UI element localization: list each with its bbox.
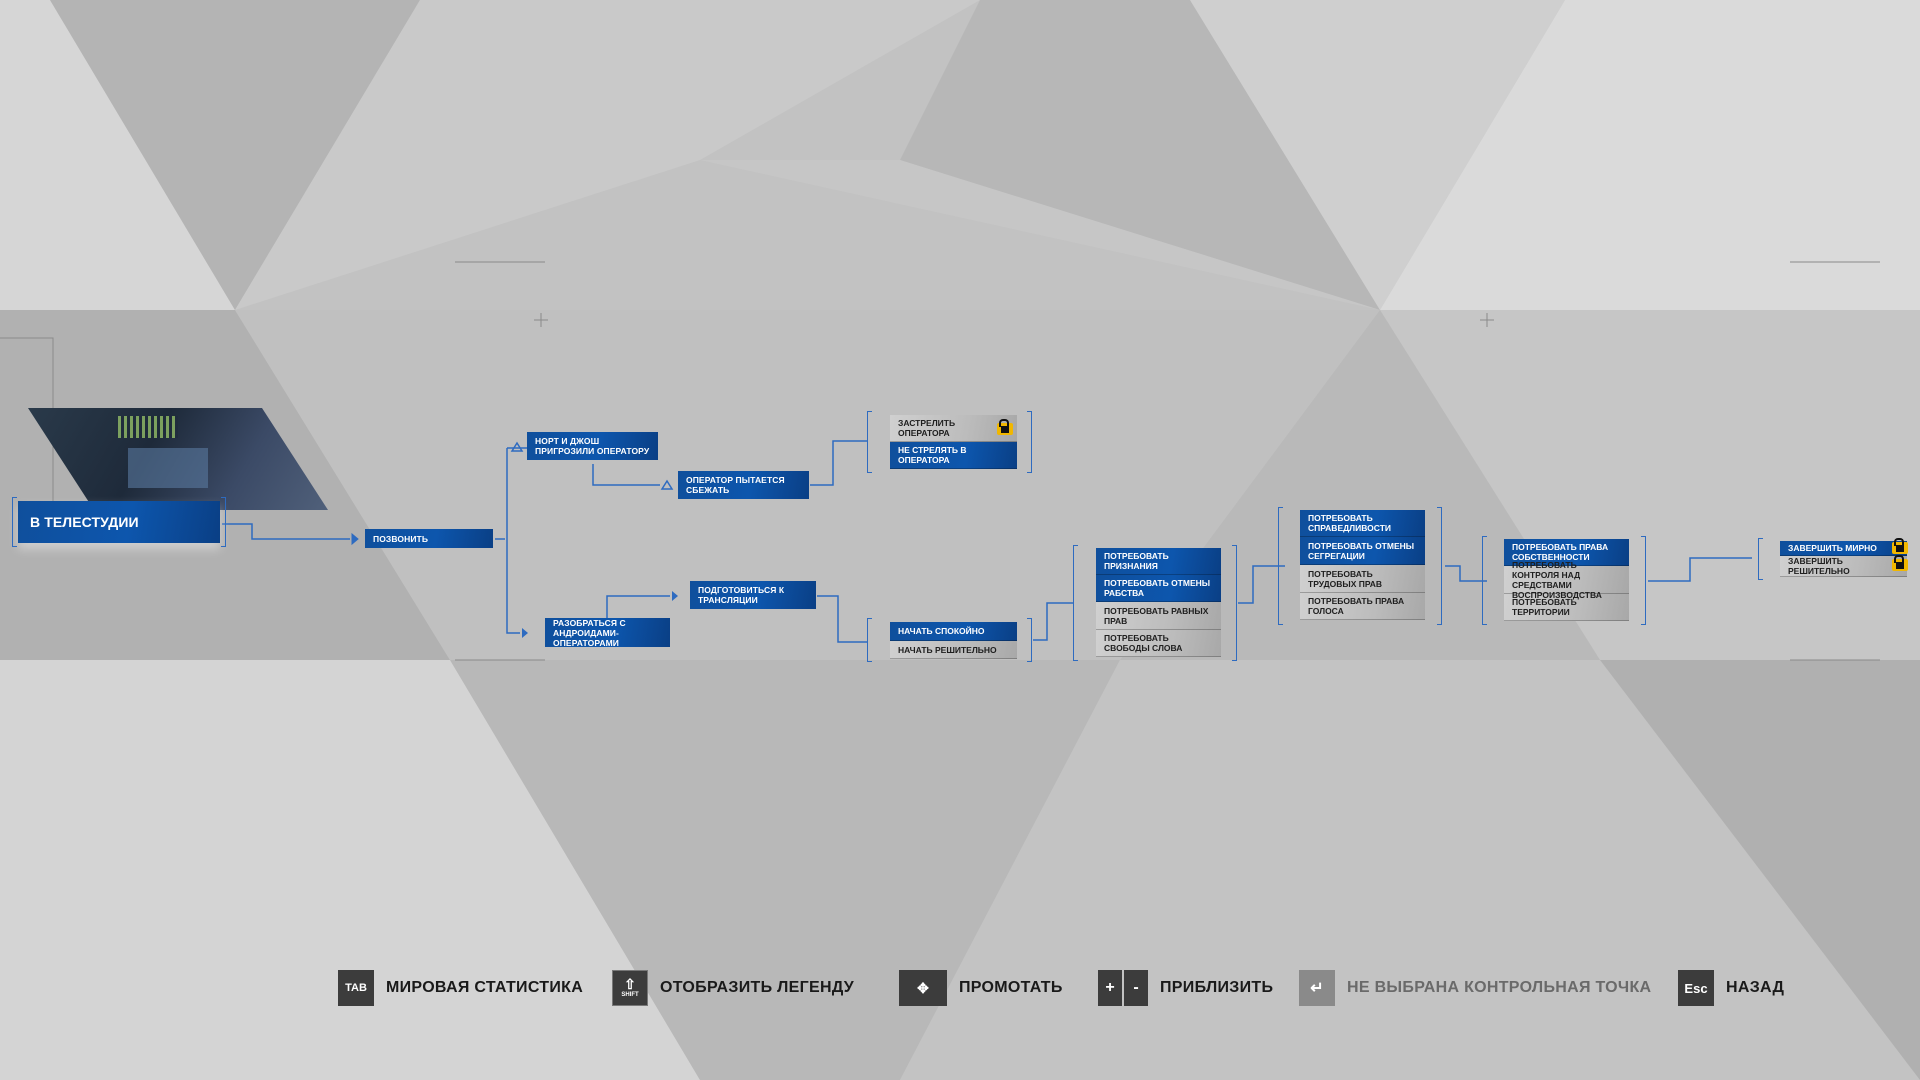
world-stats-label: МИРОВАЯ СТАТИСТИКА: [386, 979, 584, 996]
choice-demand-reproduction-control[interactable]: ПОТРЕБОВАТЬ КОНТРОЛЯ НАД СРЕДСТВАМИ ВОСП…: [1504, 560, 1629, 600]
lock-icon: [1892, 538, 1908, 554]
finish-bracket-left: [1758, 538, 1763, 580]
scroll-label: ПРОМОТАТЬ: [959, 979, 1063, 996]
zoom-control[interactable]: + - ПРИБЛИЗИТЬ: [1098, 970, 1273, 1006]
choice-demand-reproduction-control-label: ПОТРЕБОВАТЬ КОНТРОЛЯ НАД СРЕДСТВАМИ ВОСП…: [1512, 559, 1602, 600]
node-prepare-label: ПОДГОТОВИТЬСЯ К ТРАНСЛЯЦИИ: [698, 585, 785, 605]
start-bracket-right: [1027, 618, 1032, 662]
node-escape-label: ОПЕРАТОР ПЫТАЕТСЯ СБЕЖАТЬ: [686, 475, 785, 495]
minus-key: -: [1124, 970, 1148, 1006]
choice-dont-shoot-operator[interactable]: НЕ СТРЕЛЯТЬ В ОПЕРАТОРА: [890, 442, 1017, 469]
demand2-bracket-left: [1278, 507, 1283, 625]
choice-finish-decisive[interactable]: ЗАВЕРШИТЬ РЕШИТЕЛЬНО: [1780, 556, 1907, 577]
zoom-label: ПРИБЛИЗИТЬ: [1160, 979, 1274, 996]
choice-group-finish: ЗАВЕРШИТЬ МИРНО ЗАВЕРШИТЬ РЕШИТЕЛЬНО: [1780, 538, 1908, 577]
chapter-title-label: В ТЕЛЕСТУДИИ: [30, 514, 139, 530]
choice-demand-voting-rights-label: ПОТРЕБОВАТЬ ПРАВА ГОЛОСА: [1308, 596, 1405, 616]
node-deal-androids[interactable]: РАЗОБРАТЬСЯ С АНДРОИДАМИ-ОПЕРАТОРАМИ: [545, 617, 670, 648]
choice-demand-free-speech[interactable]: ПОТРЕБОВАТЬ СВОБОДЫ СЛОВА: [1096, 630, 1221, 657]
choice-group-operator: ЗАСТРЕЛИТЬ ОПЕРАТОРА НЕ СТРЕЛЯТЬ В ОПЕРА…: [890, 415, 1017, 469]
choice-demand-free-speech-label: ПОТРЕБОВАТЬ СВОБОДЫ СЛОВА: [1104, 633, 1183, 653]
choice-shoot-operator-label: ЗАСТРЕЛИТЬ ОПЕРАТОРА: [898, 418, 956, 438]
node-call-label: ПОЗВОНИТЬ: [373, 533, 429, 544]
node-escape[interactable]: ОПЕРАТОР ПЫТАЕТСЯ СБЕЖАТЬ: [678, 471, 809, 499]
enter-icon: ↵: [1299, 970, 1335, 1006]
choice-finish-peaceful[interactable]: ЗАВЕРШИТЬ МИРНО: [1780, 541, 1907, 556]
scroll-control[interactable]: ✥ ПРОМОТАТЬ: [899, 970, 1063, 1006]
checkpoint-label: НЕ ВЫБРАНА КОНТРОЛЬНАЯ ТОЧКА: [1347, 979, 1652, 996]
choice-demand-equal-rights-label: ПОТРЕБОВАТЬ РАВНЫХ ПРАВ: [1104, 605, 1209, 626]
operator-bracket-right: [1027, 411, 1032, 473]
choice-demand-property-label: ПОТРЕБОВАТЬ ПРАВА СОБСТВЕННОСТИ: [1512, 542, 1609, 562]
choice-demand-desegregation[interactable]: ПОТРЕБОВАТЬ ОТМЕНЫ СЕГРЕГАЦИИ: [1300, 537, 1425, 565]
node-threat-label: НОРТ И ДЖОШ ПРИГРОЗИЛИ ОПЕРАТОРУ: [535, 436, 650, 456]
choice-shoot-operator[interactable]: ЗАСТРЕЛИТЬ ОПЕРАТОРА: [890, 415, 1017, 442]
back-control[interactable]: Esc НАЗАД: [1678, 970, 1784, 1006]
node-call[interactable]: ПОЗВОНИТЬ: [365, 529, 493, 548]
tab-key: TAB: [338, 970, 374, 1006]
plus-key: +: [1098, 970, 1122, 1006]
checkpoint-control: ↵ НЕ ВЫБРАНА КОНТРОЛЬНАЯ ТОЧКА: [1299, 970, 1651, 1006]
choice-group-demand2: ПОТРЕБОВАТЬ СПРАВЕДЛИВОСТИ ПОТРЕБОВАТЬ О…: [1300, 510, 1425, 620]
choice-group-start: НАЧАТЬ СПОКОЙНО НАЧАТЬ РЕШИТЕЛЬНО: [890, 622, 1017, 659]
choice-demand-territory-label: ПОТРЕБОВАТЬ ТЕРРИТОРИИ: [1512, 597, 1577, 617]
chapter-title[interactable]: В ТЕЛЕСТУДИИ: [18, 501, 220, 543]
shift-key: ⇧ SHIFT: [612, 970, 648, 1006]
choice-demand-justice[interactable]: ПОТРЕБОВАТЬ СПРАВЕДЛИВОСТИ: [1300, 510, 1425, 537]
choice-group-demand3: ПОТРЕБОВАТЬ ПРАВА СОБСТВЕННОСТИ ПОТРЕБОВ…: [1504, 539, 1629, 621]
demand3-bracket-left: [1482, 536, 1487, 625]
choice-demand-property[interactable]: ПОТРЕБОВАТЬ ПРАВА СОБСТВЕННОСТИ: [1504, 539, 1629, 566]
choice-dont-shoot-operator-label: НЕ СТРЕЛЯТЬ В ОПЕРАТОРА: [898, 445, 967, 465]
choice-start-calm-label: НАЧАТЬ СПОКОЙНО: [898, 626, 985, 636]
choice-demand-territory[interactable]: ПОТРЕБОВАТЬ ТЕРРИТОРИИ: [1504, 594, 1629, 621]
esc-key: Esc: [1678, 970, 1714, 1006]
choice-start-decisive-label: НАЧАТЬ РЕШИТЕЛЬНО: [898, 644, 997, 655]
back-label: НАЗАД: [1726, 979, 1785, 996]
choice-start-calm[interactable]: НАЧАТЬ СПОКОЙНО: [890, 622, 1017, 641]
choice-group-demand1: ПОТРЕБОВАТЬ ПРИЗНАНИЯ ПОТРЕБОВАТЬ ОТМЕНЫ…: [1096, 548, 1221, 657]
choice-demand-voting-rights[interactable]: ПОТРЕБОВАТЬ ПРАВА ГОЛОСА: [1300, 593, 1425, 620]
chapter-bracket-left: [12, 497, 17, 547]
choice-demand-labor-rights[interactable]: ПОТРЕБОВАТЬ ТРУДОВЫХ ПРАВ: [1300, 565, 1425, 593]
choice-demand-equal-rights[interactable]: ПОТРЕБОВАТЬ РАВНЫХ ПРАВ: [1096, 602, 1221, 630]
demand1-bracket-right: [1232, 545, 1237, 661]
shift-arrow-icon: ⇧: [624, 976, 636, 992]
choice-start-decisive[interactable]: НАЧАТЬ РЕШИТЕЛЬНО: [890, 641, 1017, 659]
operator-bracket-left: [867, 411, 872, 473]
legend-label: ОТОБРАЗИТЬ ЛЕГЕНДУ: [660, 979, 854, 996]
choice-finish-decisive-label: ЗАВЕРШИТЬ РЕШИТЕЛЬНО: [1788, 556, 1850, 576]
choice-demand-justice-label: ПОТРЕБОВАТЬ СПРАВЕДЛИВОСТИ: [1308, 513, 1392, 533]
lock-icon: [1892, 555, 1908, 571]
node-prepare[interactable]: ПОДГОТОВИТЬСЯ К ТРАНСЛЯЦИИ: [690, 581, 816, 609]
choice-demand-desegregation-label: ПОТРЕБОВАТЬ ОТМЕНЫ СЕГРЕГАЦИИ: [1308, 540, 1415, 561]
choice-demand-labor-rights-label: ПОТРЕБОВАТЬ ТРУДОВЫХ ПРАВ: [1308, 568, 1383, 589]
move-arrows-icon: ✥: [899, 970, 947, 1006]
legend-control[interactable]: ⇧ SHIFT ОТОБРАЗИТЬ ЛЕГЕНДУ: [612, 970, 854, 1006]
choice-demand-recognition-label: ПОТРЕБОВАТЬ ПРИЗНАНИЯ: [1104, 551, 1169, 571]
chapter-bracket-right: [221, 497, 226, 547]
lock-icon: [997, 419, 1013, 435]
choice-demand-recognition[interactable]: ПОТРЕБОВАТЬ ПРИЗНАНИЯ: [1096, 548, 1221, 575]
demand1-bracket-left: [1073, 545, 1078, 661]
choice-demand-abolish-slavery-label: ПОТРЕБОВАТЬ ОТМЕНЫ РАБСТВА: [1104, 578, 1211, 598]
node-deal-androids-label: РАЗОБРАТЬСЯ С АНДРОИДАМИ-ОПЕРАТОРАМИ: [553, 617, 626, 648]
world-stats-control[interactable]: TAB МИРОВАЯ СТАТИСТИКА: [338, 970, 583, 1006]
demand3-bracket-right: [1641, 536, 1646, 625]
demand2-bracket-right: [1437, 507, 1442, 625]
start-bracket-left: [867, 618, 872, 662]
node-threat[interactable]: НОРТ И ДЖОШ ПРИГРОЗИЛИ ОПЕРАТОРУ: [527, 432, 658, 460]
choice-finish-peaceful-label: ЗАВЕРШИТЬ МИРНО: [1788, 543, 1877, 553]
choice-demand-abolish-slavery[interactable]: ПОТРЕБОВАТЬ ОТМЕНЫ РАБСТВА: [1096, 575, 1221, 602]
shift-key-label: SHIFT: [621, 992, 639, 998]
